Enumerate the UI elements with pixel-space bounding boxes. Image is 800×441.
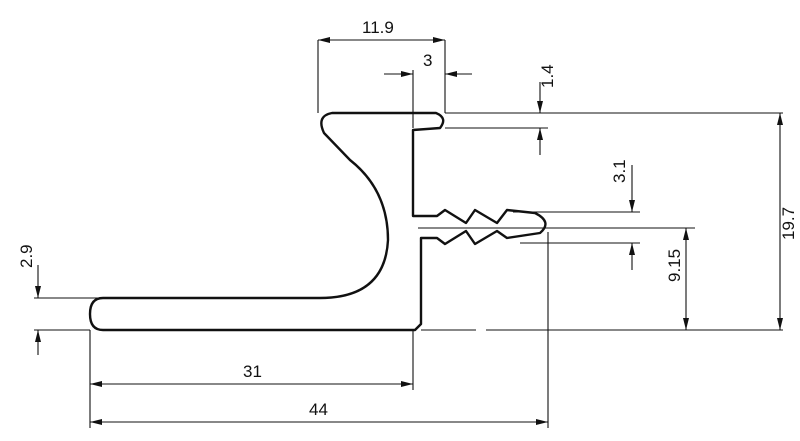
dim-slot-depth: 3.1 — [513, 159, 640, 270]
dim-top-width-label: 11.9 — [362, 18, 394, 37]
dim-base-thickness: 2.9 — [17, 244, 98, 355]
dim-barb-height-label: 9.15 — [665, 249, 684, 282]
dim-slot-width-label: 3 — [423, 51, 432, 70]
profile-outline — [88, 111, 548, 332]
dim-top-width: 11.9 — [317, 18, 446, 113]
dim-lip-thickness: 1.4 — [445, 64, 783, 155]
dim-slot-width: 3 — [384, 51, 472, 128]
dim-base-length-label: 31 — [243, 362, 262, 381]
dim-total-length-label: 44 — [309, 400, 328, 419]
dim-slot-depth-label: 3.1 — [610, 159, 629, 183]
dim-barb-height: 9.15 — [548, 227, 695, 330]
dim-base-thickness-label: 2.9 — [17, 244, 36, 268]
dim-total-height-label: 19.7 — [779, 207, 798, 240]
dim-total-length: 44 — [90, 232, 549, 428]
dim-total-height: 19.7 — [777, 113, 798, 330]
dim-base-length: 31 — [89, 330, 414, 428]
dim-lip-thickness-label: 1.4 — [538, 64, 557, 88]
